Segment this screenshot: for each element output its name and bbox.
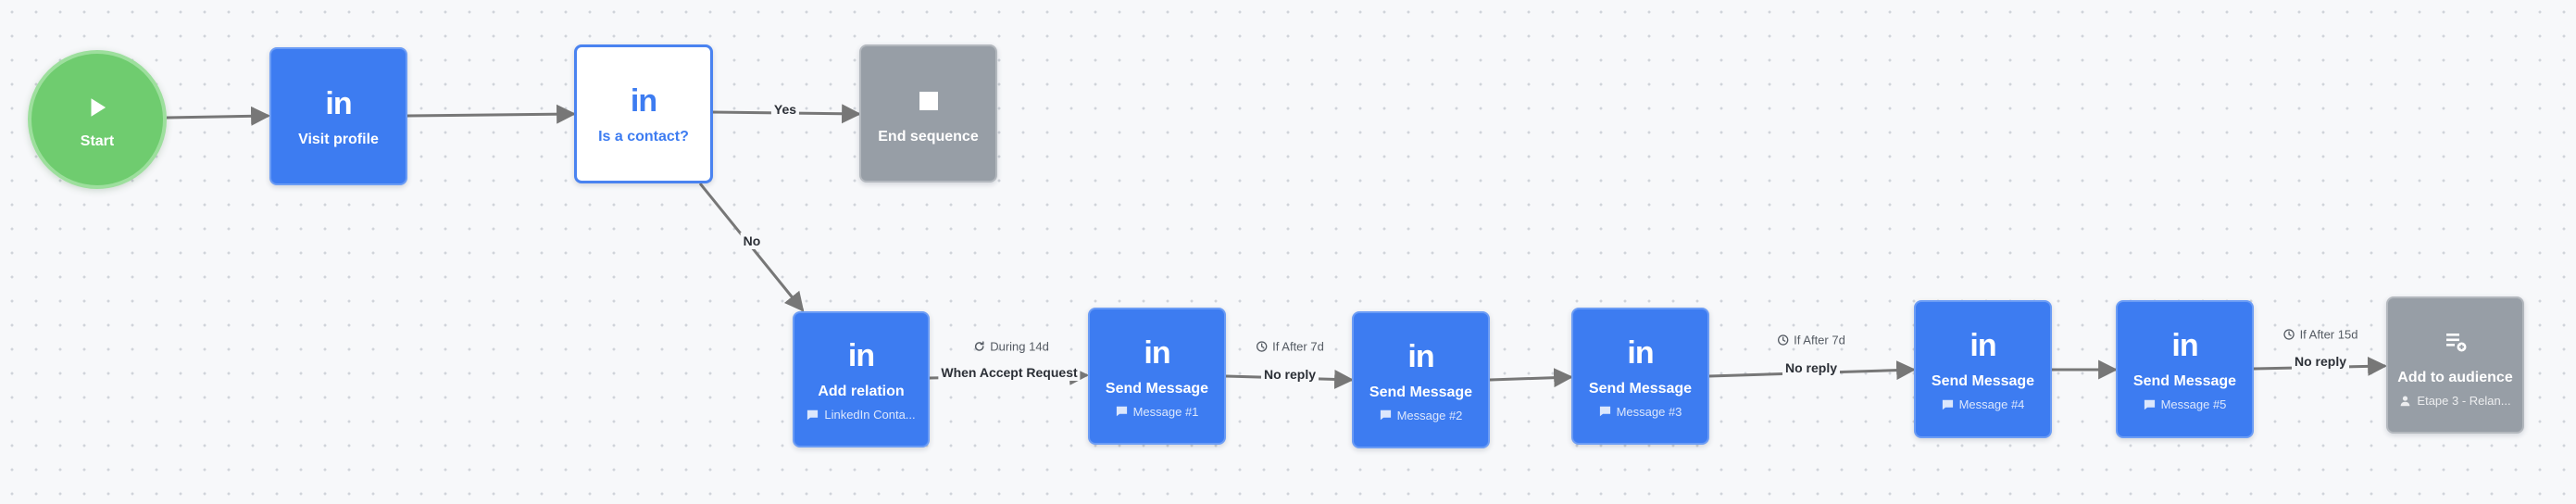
message-icon <box>1380 410 1391 421</box>
node-subtitle: LinkedIn Conta... <box>807 408 916 422</box>
clock-icon <box>2283 329 2295 340</box>
message-icon <box>2144 399 2155 410</box>
node-title: End sequence <box>878 128 979 145</box>
node-title: Visit profile <box>298 131 379 147</box>
node-subtitle-text: Message #5 <box>2160 397 2227 411</box>
edge-condition-text: If After 15d <box>2299 327 2358 342</box>
refresh-icon <box>974 341 984 351</box>
linkedin-icon: in <box>2171 328 2198 363</box>
clock-icon <box>1777 334 1789 346</box>
edge-label-no-reply-2: No reply <box>1782 359 1841 376</box>
play-icon <box>85 89 109 126</box>
node-title: Send Message <box>1588 380 1693 397</box>
linkedin-icon: in <box>1970 328 1996 363</box>
node-subtitle-text: Message #2 <box>1396 408 1463 422</box>
edge-msg2-msg3 <box>1489 368 1574 388</box>
stop-icon <box>918 82 940 120</box>
node-subtitle: Message #1 <box>1116 404 1199 419</box>
visit-profile-node[interactable]: in Visit profile <box>269 47 407 185</box>
edge-condition-after-2: If After 7d <box>1777 334 1845 347</box>
node-subtitle: Message #3 <box>1599 405 1682 419</box>
node-title: Is a contact? <box>598 129 689 145</box>
edge-condition-text: If After 7d <box>1272 339 1324 354</box>
start-node[interactable]: Start <box>28 50 167 189</box>
is-contact-node[interactable]: in Is a contact? <box>574 44 713 183</box>
node-title: Send Message <box>2132 373 2237 389</box>
node-title: Start <box>80 133 115 149</box>
node-title: Send Message <box>1369 384 1473 400</box>
send-message-2-node[interactable]: in Send Message Message #2 <box>1352 311 1490 448</box>
message-icon <box>1942 399 1953 410</box>
node-title: Send Message <box>1931 373 2035 389</box>
node-subtitle: Message #4 <box>1942 397 2025 411</box>
edge-condition-text: If After 7d <box>1794 333 1845 347</box>
edge-label-no: No <box>740 233 764 249</box>
edge-label-yes: Yes <box>770 101 800 118</box>
node-title: Add relation <box>818 384 905 399</box>
add-relation-node[interactable]: in Add relation LinkedIn Conta... <box>793 311 930 447</box>
playlist-add-icon <box>2444 323 2468 360</box>
node-subtitle: Message #5 <box>2144 397 2227 411</box>
send-message-4-node[interactable]: in Send Message Message #4 <box>1914 300 2052 438</box>
edge-start-visit <box>166 106 271 126</box>
add-to-audience-node[interactable]: Add to audience Etape 3 - Relan... <box>2386 296 2524 434</box>
linkedin-icon: in <box>1144 334 1170 371</box>
send-message-1-node[interactable]: in Send Message Message #1 <box>1088 308 1226 445</box>
edge-label-no-reply-3: No reply <box>2291 353 2350 370</box>
node-title: Send Message <box>1105 380 1209 397</box>
node-subtitle-text: Message #4 <box>1958 397 2025 411</box>
end-sequence-node[interactable]: End sequence <box>859 44 997 183</box>
linkedin-icon: in <box>847 338 875 373</box>
send-message-3-node[interactable]: in Send Message Message #3 <box>1571 308 1709 445</box>
audience-icon <box>2401 395 2410 406</box>
edge-label-no-reply-1: No reply <box>1260 366 1319 383</box>
node-subtitle-text: Etape 3 - Relan... <box>2417 393 2511 408</box>
edge-condition-after-1: If After 7d <box>1256 340 1324 354</box>
send-message-5-node[interactable]: in Send Message Message #5 <box>2116 300 2254 438</box>
node-subtitle: Etape 3 - Relan... <box>2399 393 2511 408</box>
linkedin-icon: in <box>1627 334 1654 371</box>
edge-condition-text: During 14d <box>990 339 1049 354</box>
node-subtitle-text: Message #1 <box>1132 404 1199 419</box>
linkedin-icon: in <box>325 85 352 121</box>
node-subtitle-text: LinkedIn Conta... <box>824 408 916 422</box>
node-subtitle: Message #2 <box>1380 408 1463 422</box>
message-icon <box>807 410 819 420</box>
node-subtitle-text: Message #3 <box>1616 404 1682 419</box>
edge-visit-contact <box>406 104 577 124</box>
clock-icon <box>1256 341 1268 352</box>
message-icon <box>1116 406 1127 417</box>
message-icon <box>1599 406 1610 417</box>
linkedin-icon: in <box>1407 338 1434 374</box>
node-title: Add to audience <box>2397 369 2513 385</box>
linkedin-icon: in <box>630 83 657 119</box>
edge-condition-during: During 14d <box>973 340 1049 354</box>
edge-condition-after-3: If After 15d <box>2283 327 2358 342</box>
edge-label-when-accept: When Accept Request <box>938 364 1081 381</box>
